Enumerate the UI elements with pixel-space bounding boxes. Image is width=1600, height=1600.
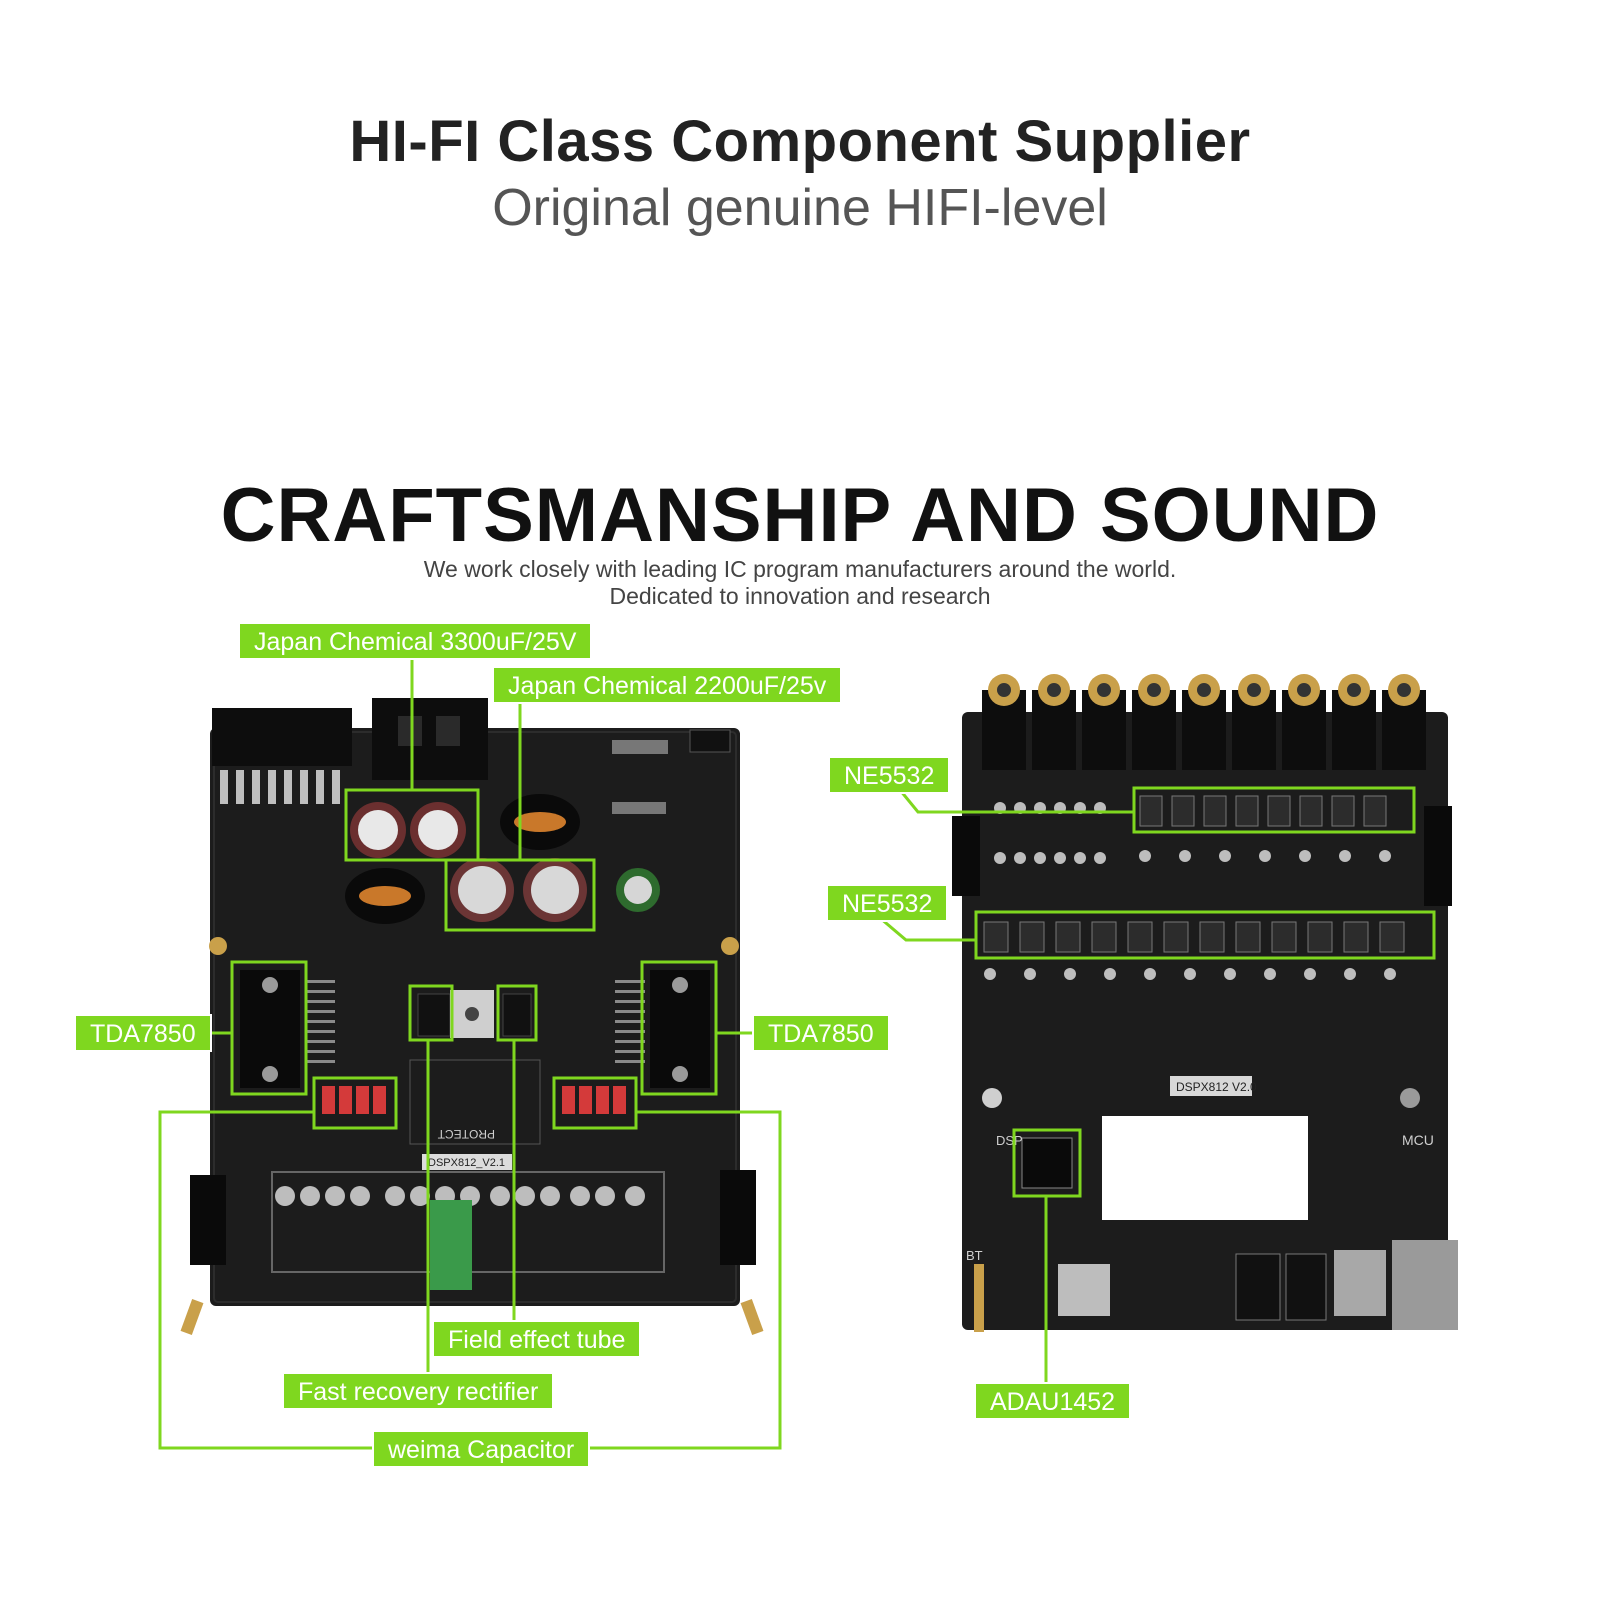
section-heading: CRAFTSMANSHIP AND SOUND [220, 473, 1380, 558]
label-japan-chemical-2200uf: Japan Chemical 2200uF/25v [492, 666, 843, 704]
label-tda7850-right: TDA7850 [752, 1014, 890, 1052]
silk-dsp: DSP [996, 1133, 1023, 1148]
left-callout-lines [158, 656, 782, 1450]
silk-protect: PROTECT [437, 1127, 495, 1141]
label-ne5532-bottom: NE5532 [826, 884, 949, 922]
left-amplifier-board: PROTECT DSPX812_V2.1 [180, 698, 764, 1336]
right-dsp-board: DSPX812 V2.0 DSP MCU BT [952, 674, 1458, 1332]
page-subtitle: Original genuine HIFI-level [492, 179, 1108, 237]
label-fast-recovery-rectifier: Fast recovery rectifier [282, 1372, 555, 1410]
silk-model-left: DSPX812_V2.1 [428, 1157, 505, 1169]
silk-mcu: MCU [1402, 1132, 1434, 1148]
label-adau1452: ADAU1452 [974, 1382, 1132, 1420]
page-title: HI-FI Class Component Supplier [349, 109, 1251, 174]
silk-model-right: DSPX812 V2.0 [1176, 1080, 1257, 1094]
label-japan-chemical-3300uf: Japan Chemical 3300uF/25V [238, 622, 593, 660]
silk-bt: BT [966, 1248, 983, 1263]
section-text-line1: We work closely with leading IC program … [423, 556, 1177, 582]
label-field-effect-tube: Field effect tube [432, 1320, 642, 1358]
label-weima-capacitor: weima Capacitor [372, 1430, 591, 1468]
section-text-line2: Dedicated to innovation and research [609, 583, 991, 609]
label-tda7850-left: TDA7850 [74, 1014, 212, 1052]
label-ne5532-top: NE5532 [828, 756, 951, 794]
right-callout-lines [879, 786, 1436, 1384]
